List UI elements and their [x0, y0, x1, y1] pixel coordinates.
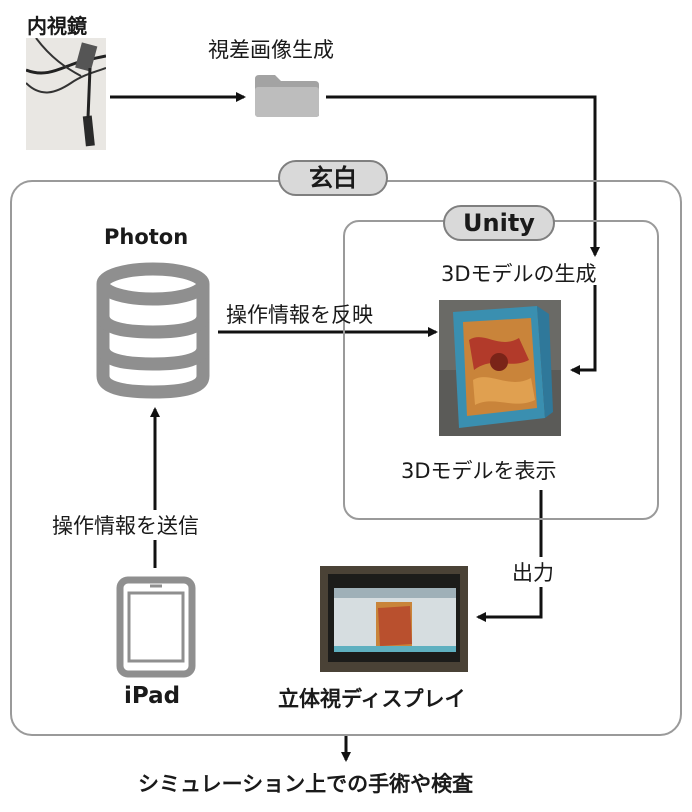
folder-label: 視差画像生成: [208, 38, 334, 62]
genkaku-label: 玄白: [278, 160, 388, 196]
create-model-label: 3Dモデルの生成: [441, 262, 597, 286]
stereo-display-photo: [320, 566, 468, 672]
endoscope-photo: [26, 38, 106, 150]
footer-label: シミュレーション上での手術や検査: [138, 772, 474, 796]
arrow-unity-to-display: [476, 490, 543, 622]
send-label: 操作情報を送信: [48, 510, 203, 540]
display-model-label: 3Dモデルを表示: [401, 459, 557, 483]
photon-label: Photon: [104, 225, 189, 249]
endoscope-label: 内視鏡: [27, 14, 87, 38]
stereo-display-label: 立体視ディスプレイ: [278, 687, 466, 711]
unity-label: Unity: [443, 205, 555, 241]
3d-model-render: [439, 300, 561, 436]
arrow-generation-to-model: [570, 285, 597, 375]
database-icon: [93, 262, 213, 400]
reflect-label: 操作情報を反映: [226, 303, 373, 327]
output-label: 出力: [508, 557, 558, 587]
arrow-folder-to-unity: [326, 95, 600, 257]
ipad-label: iPad: [124, 683, 181, 709]
ipad-icon: [116, 576, 196, 678]
folder-icon: [253, 73, 321, 119]
